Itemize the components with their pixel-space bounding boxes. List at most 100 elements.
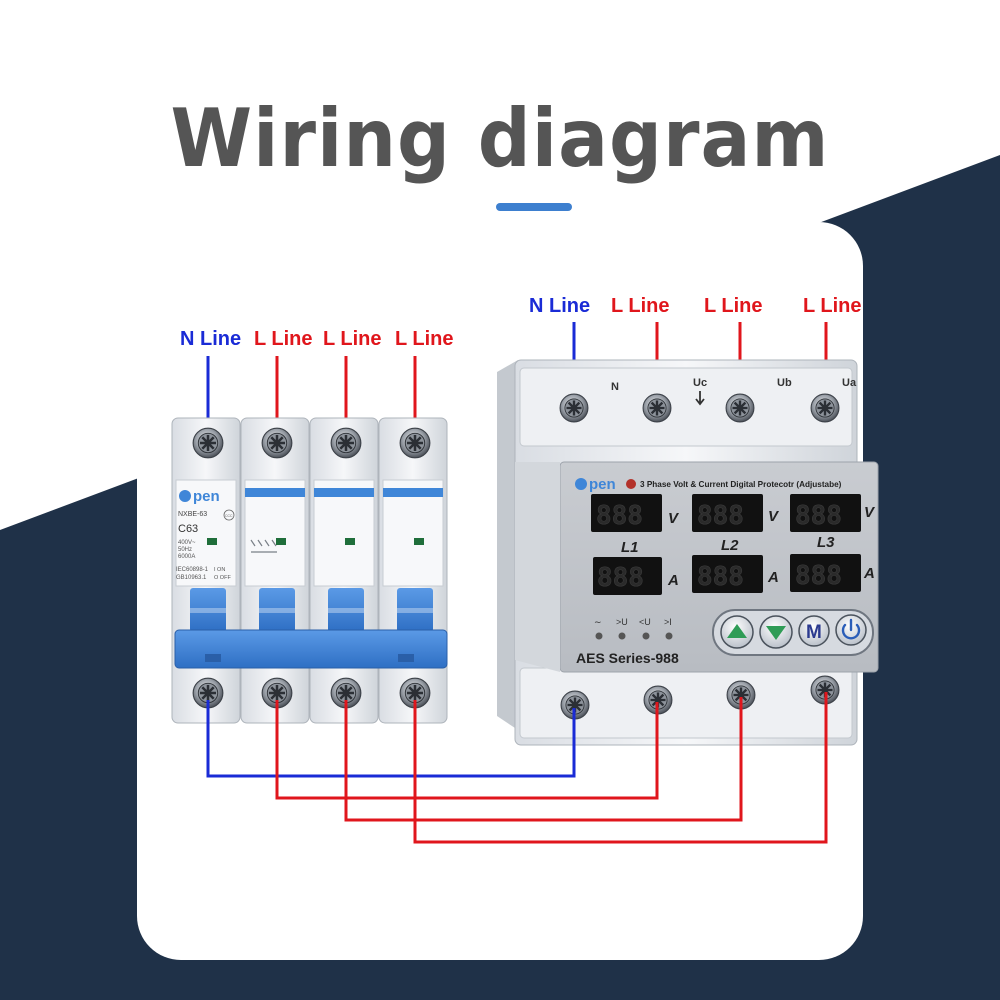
indicator-label-over-voltage: >U (616, 617, 628, 627)
breaker-label-n: N Line (180, 328, 241, 350)
circuit-breaker: pen NXBE-63 C63 CCC 400V~ 50Hz 6000A IEC… (171, 417, 448, 724)
l2-connection-wire (344, 697, 743, 822)
status-window (414, 538, 424, 545)
unit-v-l2: V (768, 508, 780, 525)
unit-v-l3: V (864, 504, 876, 521)
breaker-top-screw-2 (261, 427, 293, 459)
digital-protector: N Uc Ub Ua pen 3 Phase Volt & Current Di… (497, 359, 879, 746)
connection-wires (206, 692, 828, 844)
indicator-label-under-voltage: <U (639, 617, 651, 627)
protector-top-screw-ua (810, 393, 840, 423)
display-l2-voltage-value: 888 (697, 501, 744, 531)
toggle-handle[interactable] (259, 588, 295, 632)
breaker-top-screw-3 (330, 427, 362, 459)
breaker-label-l1: L Line (254, 328, 313, 350)
breaker-spec-3: 6000A (178, 554, 195, 560)
breaker-switch-on: I ON (214, 567, 225, 573)
display-l2-voltage (692, 494, 763, 532)
display-l3-voltage (790, 494, 861, 532)
indicator-led (595, 632, 603, 640)
status-window (345, 538, 355, 545)
protector-side (497, 360, 518, 730)
toggle-handle[interactable] (328, 588, 364, 632)
protector-top-screw-ub (725, 393, 755, 423)
breaker-switch-off: O OFF (214, 575, 231, 581)
toggle-handle[interactable] (190, 588, 226, 632)
terminal-label-ub: Ub (777, 377, 792, 389)
indicator-led (665, 632, 673, 640)
display-l3-current-value: 888 (795, 561, 842, 591)
protector-series: AES Series-988 (576, 650, 679, 666)
arrow-down-icon (695, 391, 705, 406)
protector-brand-logo (575, 478, 587, 490)
protector-top-screw-uc (642, 393, 672, 423)
breaker-label-l2: L Line (323, 328, 382, 350)
indicator-led (618, 632, 626, 640)
phase-label-l1: L1 (621, 539, 639, 556)
breaker-spec-1: 400V~ (178, 540, 196, 546)
indicator-label-normal: ∼ (594, 617, 602, 627)
breaker-model: NXBE-63 (178, 511, 207, 518)
display-l1-current (593, 557, 662, 595)
display-grid: 888 888 888 888 888 888 (591, 494, 861, 595)
terminal-label-n: N (611, 381, 619, 393)
l3-connection-wire (413, 692, 828, 844)
protector-label-l1: L Line (611, 295, 670, 317)
n-connection-wire (206, 700, 576, 778)
protector-header: 3 Phase Volt & Current Digital Protecotr… (640, 480, 842, 489)
breaker-cert-mark: CCC (225, 514, 233, 518)
breaker-stripe (383, 488, 443, 497)
breaker-brand: pen (193, 488, 220, 505)
indicator-led (642, 632, 650, 640)
breaker-spec-2: 50Hz (178, 547, 192, 553)
display-l3-voltage-value: 888 (795, 501, 842, 531)
unit-a-l1: A (667, 572, 679, 589)
mode-button[interactable]: M (798, 615, 830, 647)
status-window (207, 538, 217, 545)
power-indicator-led (626, 479, 636, 489)
unit-v-l1: V (668, 510, 680, 527)
display-l1-current-value: 888 (597, 563, 644, 593)
display-l2-current (692, 555, 763, 593)
down-icon (766, 626, 786, 640)
handle-tie-bar[interactable] (174, 629, 448, 669)
unit-a-l2: A (767, 569, 779, 586)
terminal-label-ua: Ua (842, 377, 857, 389)
up-icon (727, 624, 747, 638)
unit-a-l3: A (863, 565, 875, 582)
breaker-standard-1: IEC60898-1 (176, 567, 209, 573)
phase-label-l2: L2 (721, 537, 739, 554)
status-window (276, 538, 286, 545)
breaker-label-l3: L Line (395, 328, 454, 350)
display-l1-voltage (591, 494, 662, 532)
breaker-top-screw-4 (399, 427, 431, 459)
phase-label-l3: L3 (817, 534, 835, 551)
breaker-brand-logo (179, 490, 191, 502)
display-l3-current (790, 554, 861, 592)
protector-label-n: N Line (529, 295, 590, 317)
up-button[interactable] (720, 615, 754, 649)
page-title: Wiring diagram (170, 92, 830, 186)
title-underline (496, 203, 572, 211)
indicator-label-over-current: >I (664, 617, 672, 627)
power-button[interactable] (835, 614, 867, 646)
breaker-stripe (314, 488, 374, 497)
button-panel (712, 609, 874, 656)
mode-button-label: M (806, 622, 822, 643)
breaker-top-screw-1 (192, 427, 224, 459)
l1-connection-wire (275, 700, 659, 800)
breaker-stripe (245, 488, 305, 497)
terminal-label-uc: Uc (693, 377, 707, 389)
down-button[interactable] (759, 615, 793, 649)
breaker-rating: C63 (178, 523, 198, 535)
display-l2-current-value: 888 (697, 562, 744, 592)
toggle-handle[interactable] (397, 588, 433, 632)
protector-top-screw-n (559, 393, 589, 423)
display-l1-voltage-value: 888 (596, 501, 643, 531)
protector-brand: pen (589, 476, 616, 493)
power-icon (841, 618, 861, 640)
protector-label-l3: L Line (803, 295, 862, 317)
pole-symbol-diagram (250, 539, 277, 553)
